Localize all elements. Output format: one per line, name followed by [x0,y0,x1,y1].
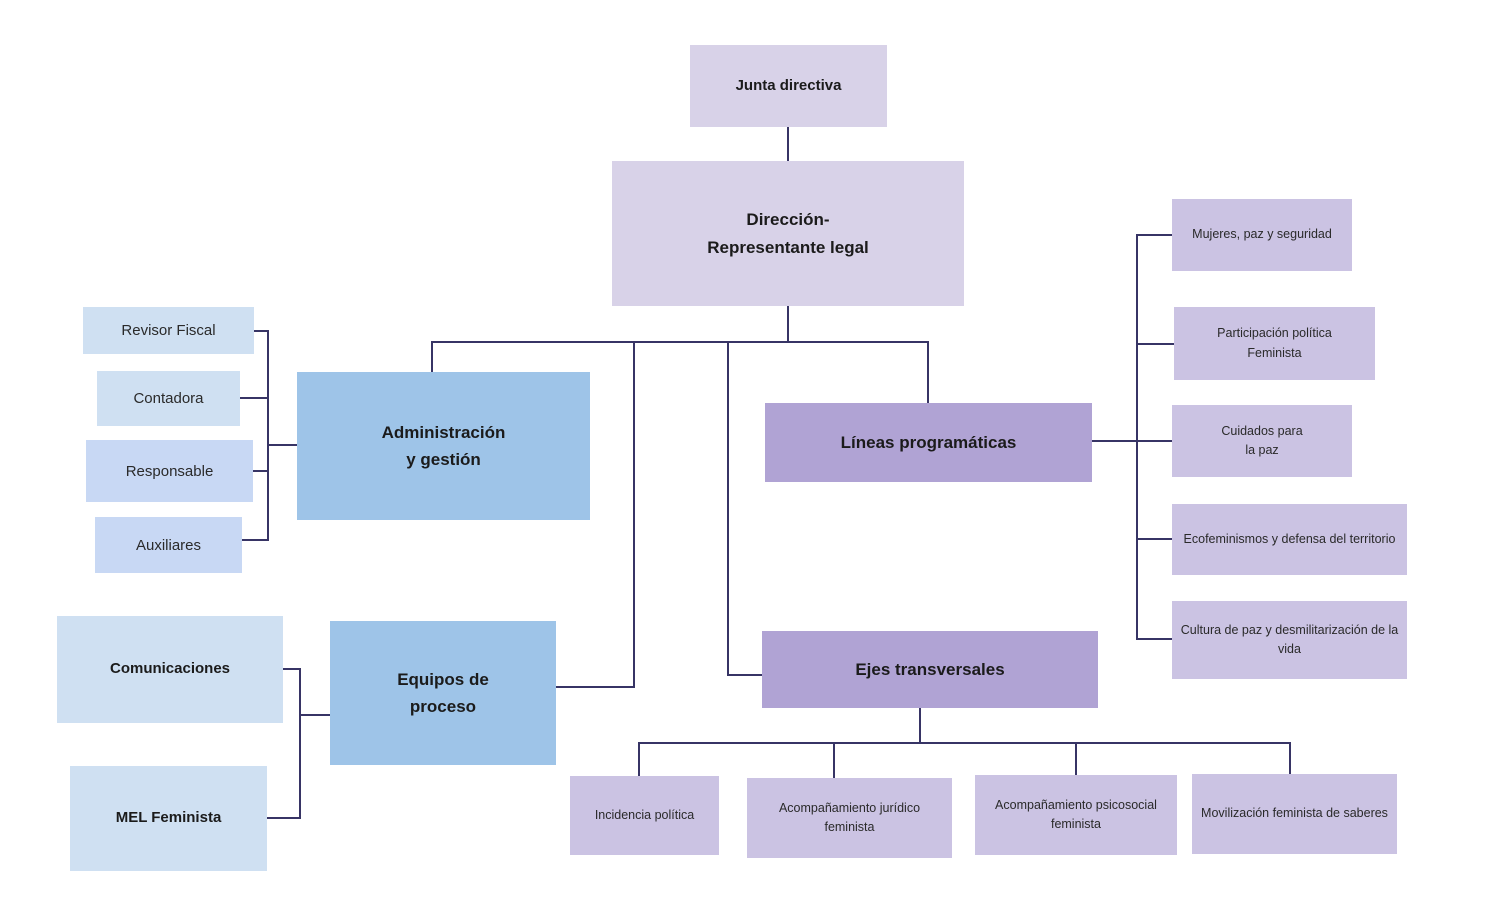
node-auxiliares: Auxiliares [95,517,242,573]
node-cultura-de-paz-y-desmilitarizacion: Cultura de paz y desmilitarización de la… [1172,601,1407,679]
connector-stub-comunicaciones [283,668,300,670]
connector-lineas-trunk [1092,440,1138,442]
connector-admin-left-trunk [267,330,269,541]
connector-to-equipos-horizontal [556,686,635,688]
connector-stub-contadora [240,397,268,399]
connector-stub-ecofeminismos [1136,538,1172,540]
connector-stub-mel [267,817,300,819]
connector-ejes-down [919,708,921,743]
node-revisor-fiscal: Revisor Fiscal [83,307,254,354]
node-comunicaciones: Comunicaciones [57,616,283,723]
connector-to-lineas [927,341,929,403]
connector-to-equipos-vertical [633,341,635,688]
node-direccion-representante-legal: Dirección- Representante legal [612,161,964,306]
node-junta-directiva: Junta directiva [690,45,887,127]
node-administracion-y-gestion: Administración y gestión [297,372,590,520]
node-responsable: Responsable [86,440,253,502]
connector-equipos-left-trunk [299,668,301,819]
node-ecofeminismos-y-defensa-del-territorio: Ecofeminismos y defensa del territorio [1172,504,1407,575]
connector-junta-direccion [787,127,789,161]
connector-drop-incidencia [638,742,640,776]
connector-stub-auxiliares [242,539,268,541]
connector-drop-juridico [833,742,835,778]
connector-stub-cuidados [1136,440,1172,442]
node-acompanamiento-juridico-feminista: Acompañamiento jurídico feminista [747,778,952,858]
node-movilizacion-feminista-de-saberes: Movilización feminista de saberes [1192,774,1397,854]
connector-direccion-junction [787,306,789,342]
connector-to-administracion [431,341,433,372]
connector-to-ejes-vertical [727,341,729,676]
connector-stub-responsable [253,470,268,472]
connector-bottom-distributor [638,742,1291,744]
node-acompanamiento-psicosocial-feminista: Acompañamiento psicosocial feminista [975,775,1177,855]
connector-right-trunk [1136,234,1138,640]
node-mel-feminista: MEL Feminista [70,766,267,871]
node-contadora: Contadora [97,371,240,426]
node-ejes-transversales: Ejes transversales [762,631,1098,708]
node-participacion-politica-feminista: Participación política Feminista [1174,307,1375,380]
node-equipos-de-proceso: Equipos de proceso [330,621,556,765]
connector-stub-cultura [1136,638,1172,640]
node-lineas-programaticas: Líneas programáticas [765,403,1092,482]
connector-drop-psicosocial [1075,742,1077,775]
node-incidencia-politica: Incidencia política [570,776,719,855]
connector-drop-movilizacion [1289,742,1291,774]
connector-to-ejes-horizontal [727,674,762,676]
connector-stub-revisor [254,330,268,332]
node-mujeres-paz-y-seguridad: Mujeres, paz y seguridad [1172,199,1352,271]
connector-stub-mujeres [1136,234,1172,236]
node-cuidados-para-la-paz: Cuidados para la paz [1172,405,1352,477]
connector-stub-participacion [1136,343,1174,345]
connector-junction-horizontal [431,341,929,343]
connector-trunk-administracion [267,444,297,446]
connector-trunk-equipos [299,714,330,716]
